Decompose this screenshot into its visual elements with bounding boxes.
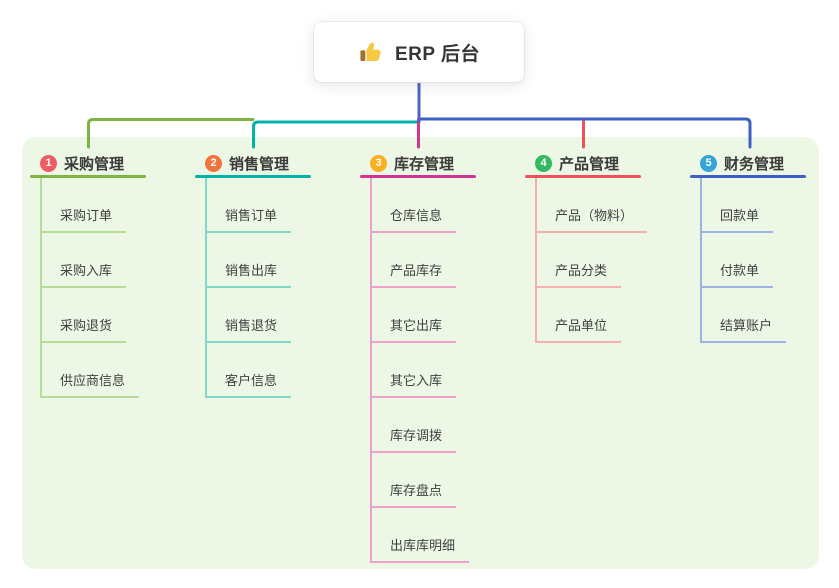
node-item[interactable]: 产品（物料） [537,178,648,233]
branch-children: 采购订单 采购入库 采购退货 供应商信息 [40,178,140,398]
branch-header-finance[interactable]: 5 财务管理 [690,148,816,178]
node-item[interactable]: 出库库明细 [372,508,470,563]
node-item[interactable]: 产品分类 [537,233,622,288]
node-item[interactable]: 采购订单 [42,178,127,233]
node-item[interactable]: 采购入库 [42,233,127,288]
root-node-erp[interactable]: ERP 后台 [314,22,524,82]
branch-number-badge: 2 [205,154,222,172]
branch-underline [690,175,806,178]
branch-number-badge: 4 [535,154,552,172]
node-item[interactable]: 库存调拨 [372,398,457,453]
node-item[interactable]: 销售出库 [207,233,292,288]
branch-children: 仓库信息 产品库存 其它出库 其它入库 库存调拨 库存盘点 出库库明细 [370,178,470,563]
node-item[interactable]: 付款单 [702,233,774,288]
branch-header-purchase[interactable]: 1 采购管理 [30,148,156,178]
branch-number-badge: 5 [700,154,717,172]
node-item[interactable]: 产品单位 [537,288,622,343]
node-item[interactable]: 销售退货 [207,288,292,343]
node-item[interactable]: 客户信息 [207,343,292,398]
branch-header-product[interactable]: 4 产品管理 [525,148,651,178]
branch-underline [360,175,476,178]
branch-underline [30,175,146,178]
branch-header-inventory[interactable]: 3 库存管理 [360,148,486,178]
branch-label: 采购管理 [64,155,125,173]
node-item[interactable]: 供应商信息 [42,343,140,398]
node-item[interactable]: 销售订单 [207,178,292,233]
branch-label: 库存管理 [394,155,455,173]
node-item[interactable]: 回款单 [702,178,774,233]
root-title: ERP 后台 [394,43,480,65]
node-item[interactable]: 采购退货 [42,288,127,343]
branch-number-badge: 1 [40,154,57,172]
thumbs-up-icon [360,42,381,61]
branch-children: 销售订单 销售出库 销售退货 客户信息 [205,178,292,398]
branch-children: 回款单 付款单 结算账户 [700,178,787,343]
branch-label: 财务管理 [724,155,785,173]
branch-header-sales[interactable]: 2 销售管理 [195,148,321,178]
branch-underline [195,175,311,178]
branch-label: 销售管理 [229,155,290,173]
branch-children: 产品（物料） 产品分类 产品单位 [535,178,648,343]
branch-underline [525,175,641,178]
node-item[interactable]: 库存盘点 [372,453,457,508]
branch-group-panel [22,137,819,569]
node-item[interactable]: 产品库存 [372,233,457,288]
node-item[interactable]: 结算账户 [702,288,787,343]
node-item[interactable]: 仓库信息 [372,178,457,233]
branch-number-badge: 3 [370,154,387,172]
node-item[interactable]: 其它入库 [372,343,457,398]
branch-label: 产品管理 [559,155,620,173]
node-item[interactable]: 其它出库 [372,288,457,343]
